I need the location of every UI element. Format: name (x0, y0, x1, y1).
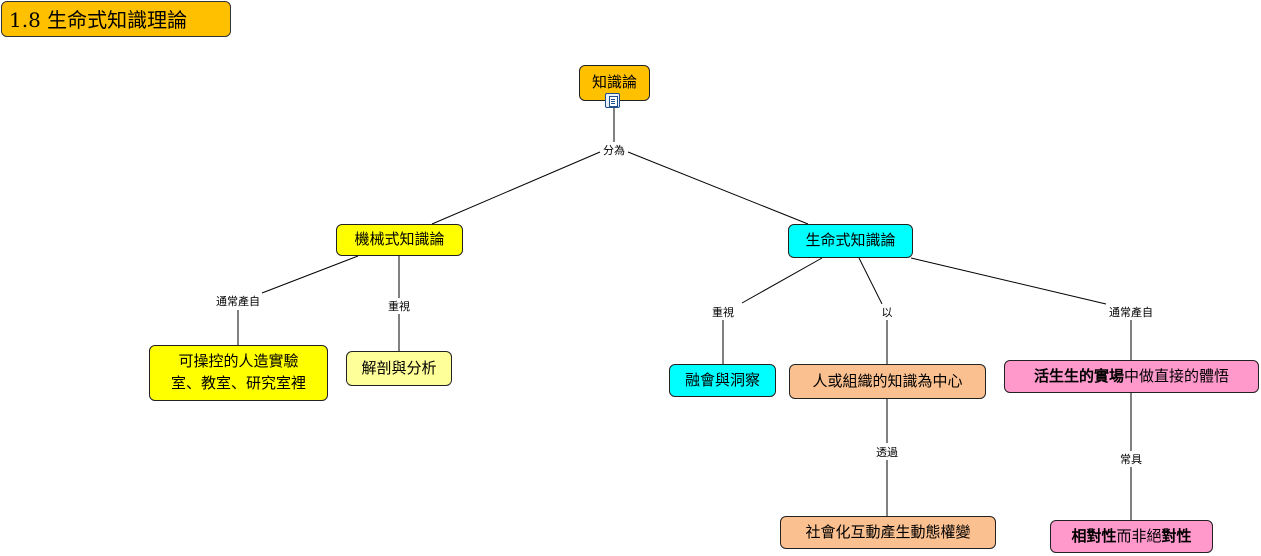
concept-node-relativity[interactable]: 相對性而非絕對性 (1050, 520, 1213, 553)
concept-label: 人或組織的知識為中心 (812, 371, 963, 390)
concept-label: 機械式知識論 (354, 230, 445, 249)
concept-node-mechanical-knowledge[interactable]: 機械式知識論 (336, 224, 463, 256)
concept-label-bold: 活生生的實場 (1033, 366, 1124, 385)
concept-label-rest: 中做直接的體悟 (1124, 366, 1230, 385)
concept-label: 可操控的人造實驗室、教室、研究室裡 (170, 352, 306, 392)
concept-node-dissection-analysis[interactable]: 解剖與分析 (346, 351, 452, 386)
link-label-emphasize: 重視 (387, 298, 411, 314)
concept-label: 活生生的實場中做直接的體悟 (1034, 366, 1229, 388)
concept-node-integration-insight[interactable]: 融會與洞察 (669, 364, 776, 397)
concept-label: 融會與洞察 (684, 370, 760, 389)
concept-node-artificial-lab[interactable]: 可操控的人造實驗室、教室、研究室裡 (149, 345, 328, 401)
concept-node-live-practice[interactable]: 活生生的實場中做直接的體悟 (1004, 360, 1259, 393)
link-label-through: 透過 (875, 444, 899, 460)
page-title: 1.8 生命式知識理論 (1, 1, 231, 37)
concept-node-social-interaction[interactable]: 社會化互動產生動態權變 (780, 516, 996, 549)
concept-label: 生命式知識論 (805, 231, 896, 250)
concept-label: 相對性而非絕對性 (1071, 526, 1191, 548)
link-label-usually-from: 通常產自 (1108, 304, 1154, 320)
link-label-usually-from: 通常產自 (215, 293, 261, 309)
concept-label-bold: 對性 (1161, 526, 1192, 545)
link-label-by: 以 (880, 304, 894, 320)
link-label-divided-into: 分為 (602, 142, 626, 158)
concept-label: 解剖與分析 (361, 358, 437, 377)
concept-label: 社會化互動產生動態權變 (805, 522, 971, 541)
link-label-often-has: 常具 (1119, 451, 1143, 467)
concept-label: 知識論 (591, 73, 637, 92)
concept-node-person-centered[interactable]: 人或組織的知識為中心 (789, 364, 986, 399)
concept-node-living-knowledge[interactable]: 生命式知識論 (788, 224, 913, 258)
link-label-emphasize: 重視 (711, 304, 735, 320)
concept-label-rest: 而非絕 (1116, 526, 1162, 545)
concept-label-bold: 相對性 (1071, 526, 1117, 545)
document-icon[interactable] (605, 93, 620, 108)
